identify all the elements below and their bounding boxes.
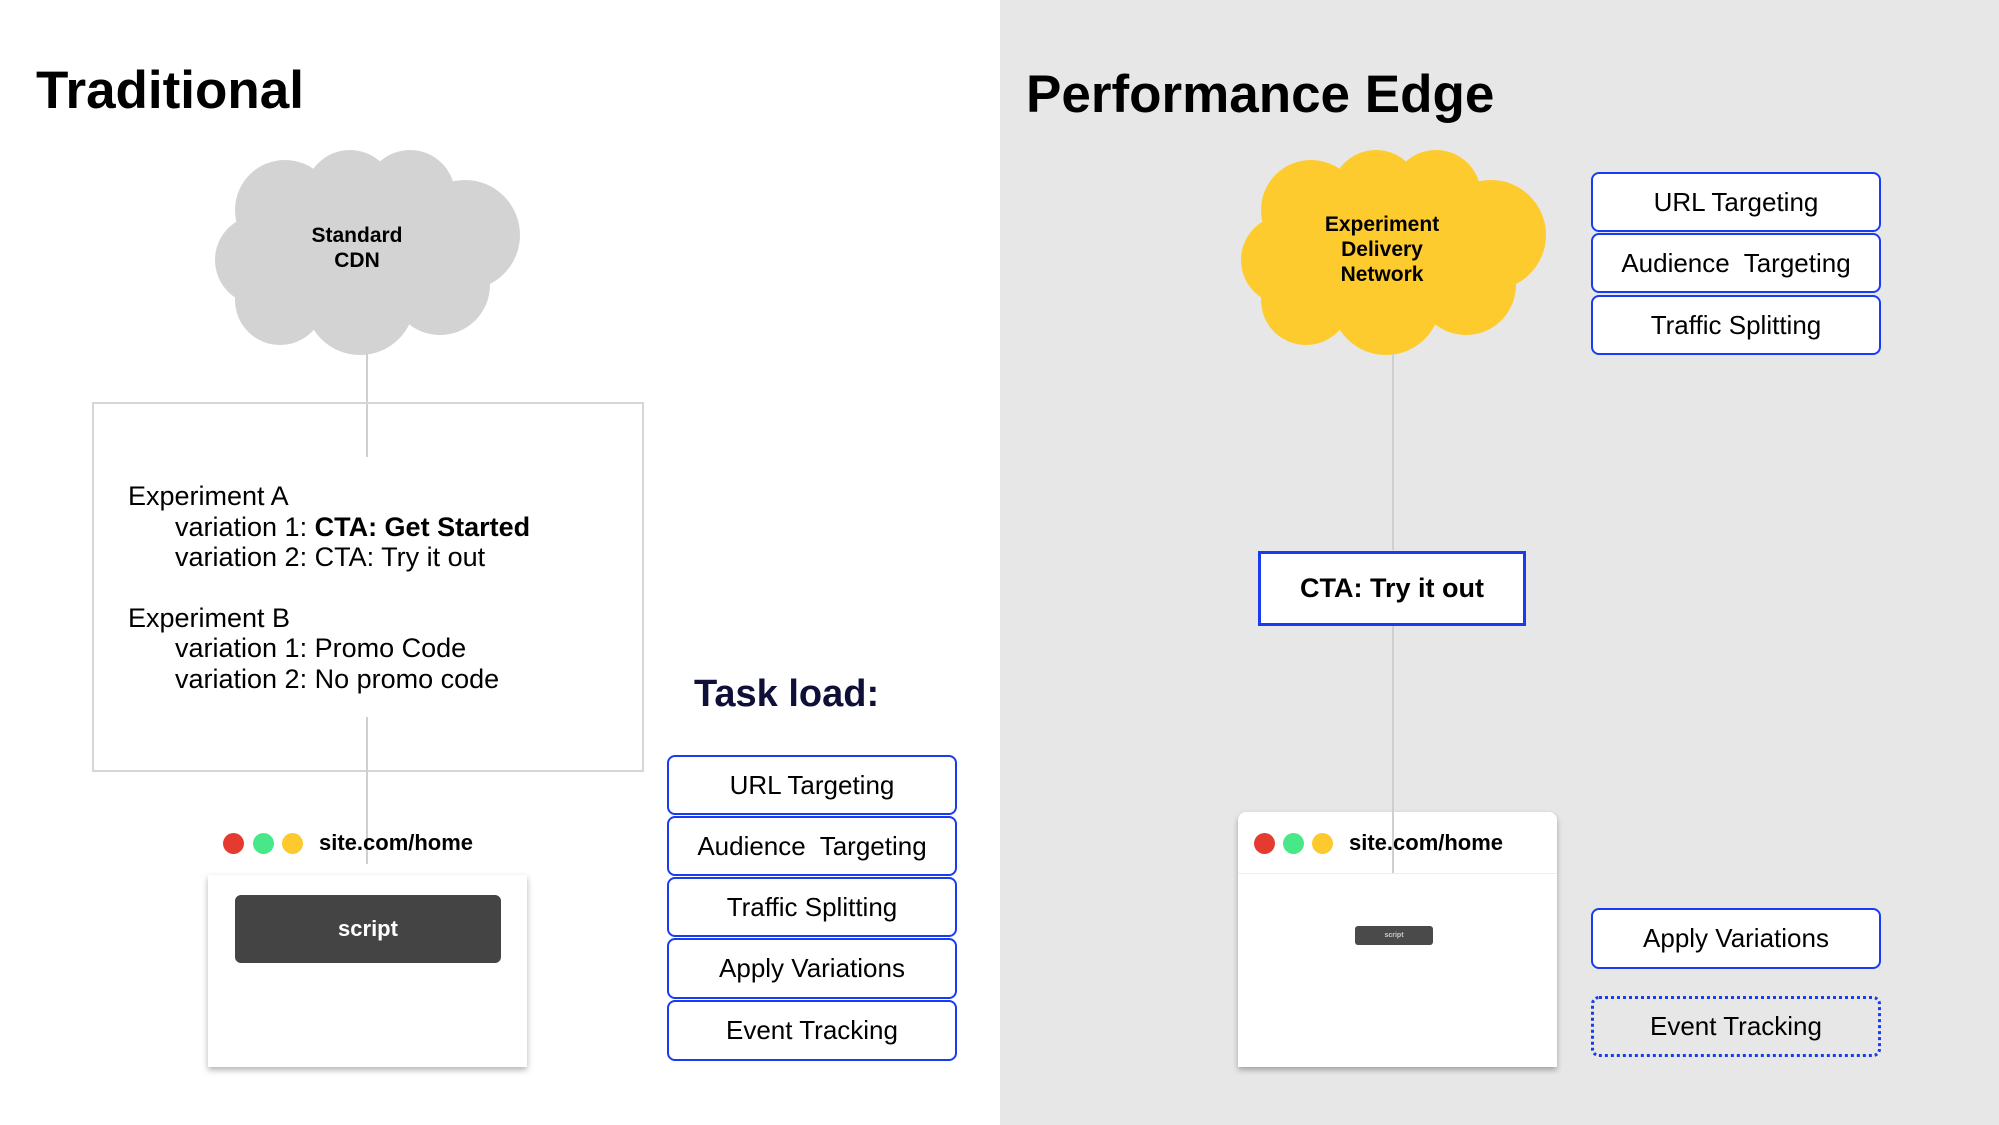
arrow-cdn-to-config bbox=[366, 354, 368, 457]
edge-task-traffic-splitting: Traffic Splitting bbox=[1591, 295, 1881, 355]
traditional-title: Traditional bbox=[36, 61, 304, 120]
task-apply-variations: Apply Variations bbox=[667, 938, 957, 999]
experiment-delivery-network-cloud-icon bbox=[1241, 150, 1546, 355]
experiment-list: Experiment A variation 1: CTA: Get Start… bbox=[128, 481, 531, 694]
maximize-dot-icon bbox=[1283, 833, 1304, 854]
browser-header-divider bbox=[1238, 873, 1557, 874]
edge-task-url-targeting: URL Targeting bbox=[1591, 172, 1881, 232]
maximize-dot-icon bbox=[253, 833, 274, 854]
script-block: script bbox=[235, 895, 501, 963]
task-url-targeting: URL Targeting bbox=[667, 755, 957, 815]
client-task-apply-variations: Apply Variations bbox=[1591, 908, 1881, 969]
task-audience-targeting: Audience Targeting bbox=[667, 816, 957, 876]
task-event-tracking: Event Tracking bbox=[667, 1000, 957, 1061]
close-dot-icon bbox=[223, 833, 244, 854]
arrow-config-to-browser bbox=[366, 717, 368, 864]
edge-task-audience-targeting: Audience Targeting bbox=[1591, 233, 1881, 293]
close-dot-icon bbox=[1254, 833, 1275, 854]
experiment-config-box bbox=[92, 402, 644, 772]
performance-edge-title: Performance Edge bbox=[1026, 65, 1495, 124]
task-load-title: Task load: bbox=[694, 673, 880, 715]
browser-url: site.com/home bbox=[319, 830, 474, 855]
standard-cdn-cloud-icon bbox=[215, 150, 520, 355]
script-block-small: script bbox=[1355, 926, 1433, 945]
task-traffic-splitting: Traffic Splitting bbox=[667, 877, 957, 937]
cta-variation-box: CTA: Try it out bbox=[1258, 551, 1526, 626]
arrow-cta-to-browser bbox=[1392, 626, 1394, 873]
minimize-dot-icon bbox=[1312, 833, 1333, 854]
arrow-edn-to-cta bbox=[1392, 354, 1394, 550]
client-task-event-tracking: Event Tracking bbox=[1591, 996, 1881, 1057]
minimize-dot-icon bbox=[282, 833, 303, 854]
browser-url-edge: site.com/home bbox=[1349, 830, 1504, 855]
